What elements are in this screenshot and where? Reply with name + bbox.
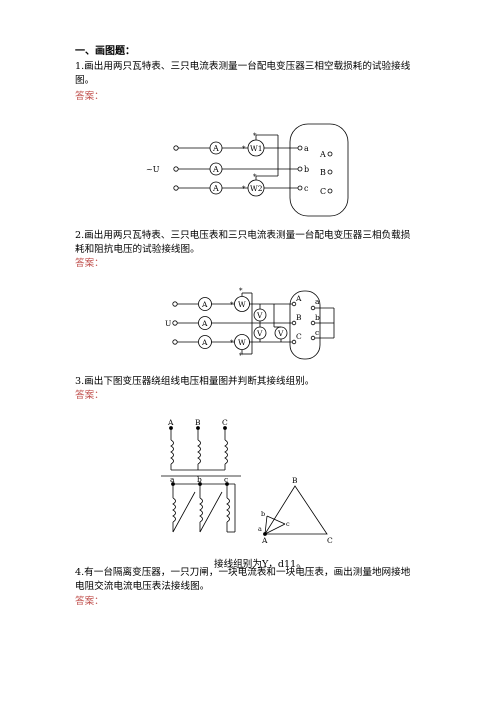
q3-hv-terminal-c: C [222, 418, 228, 427]
q1-lv-terminal-b: b [304, 165, 309, 174]
q2-text-line2: 耗和阻抗电压的试验接线图。 [75, 244, 200, 255]
q2-lv-terminal-a: a [315, 297, 320, 306]
q3-lv-terminal-a: a [170, 475, 175, 484]
q3-phasor-c: c [286, 520, 290, 528]
q4-text-line1: 4.有一台隔离变压器，一只刀闸，一块电流表和一块电压表，画出测量地网接地 [75, 567, 411, 578]
q3-phasor-b: b [261, 510, 265, 518]
q2-ammeter-3: A [201, 338, 208, 347]
q1-lv-terminal-a: a [304, 144, 309, 153]
q2-hv-terminal-a: A [295, 294, 302, 303]
q2-answer-label: 答案： [75, 258, 104, 269]
q2-lv-terminal-b: b [315, 313, 320, 322]
q1-text-line1: 1.画出用两只瓦特表、三只电流表测量一台配电变压器三相空载损耗的试验接线 [75, 61, 411, 72]
q1-source-label: ~U [146, 165, 160, 174]
q1-hv-terminal-a: A [319, 150, 326, 159]
q2-wattmeter-2: W [238, 338, 246, 347]
q2-star-1: * [230, 301, 234, 309]
q1-circuit-diagram: ~U A A A W1 W2 * * * * a b c A B C [146, 123, 349, 217]
q1-answer-label: 答案： [75, 91, 104, 102]
q4-answer-label: 答案： [75, 596, 104, 607]
q2-source-label: U [165, 319, 171, 328]
q1-ammeter-2: A [212, 165, 219, 174]
q3-answer-label: 答案： [75, 390, 104, 401]
q3-phasor-a: a [258, 525, 262, 533]
q2-ammeter-1: A [201, 300, 208, 309]
q2-ammeter-2: A [201, 319, 208, 328]
q3-phasor-A: A [261, 536, 268, 545]
q2-voltmeter-2: V [256, 329, 263, 338]
q3-text-line: 3.画出下图变压器绕组线电压相量图并判断其接线组别。 [75, 376, 315, 387]
q3-conclusion: 接线组别为Y，d11。 [214, 559, 306, 570]
q3-hv-terminal-b: B [195, 418, 201, 427]
q1-ammeter-3: A [212, 184, 219, 193]
q2-star-3: * [230, 339, 234, 347]
q1-star-4: * [253, 173, 257, 181]
q2-voltmeter-1: V [256, 311, 263, 320]
q2-circuit-diagram: U A A A W W V V V * * * * A B C a b c [165, 287, 335, 360]
q2-voltmeter-3: V [277, 329, 284, 338]
q4-text-line2: 电阻交流电流电压表法接线图。 [75, 581, 210, 592]
q1-star-2: * [253, 132, 257, 140]
q1-hv-terminal-c: C [320, 187, 326, 196]
q2-lv-terminal-c: c [315, 328, 319, 337]
q2-star-2: * [239, 287, 243, 295]
q3-winding-and-phasor-diagram: A B C a b c B A C b c a [161, 418, 333, 545]
q2-wattmeter-1: W [238, 300, 246, 309]
q3-phasor-B: B [292, 476, 298, 485]
section-title: 一、画图题： [75, 46, 135, 57]
q2-hv-terminal-b: B [296, 313, 302, 322]
q1-lv-terminal-c: c [304, 184, 309, 193]
q3-phasor-C: C [327, 536, 333, 545]
q3-hv-terminal-a: A [167, 418, 174, 427]
q1-star-1: * [242, 145, 246, 153]
q2-hv-terminal-c: C [296, 332, 302, 341]
q1-wattmeter-2: W2 [250, 184, 263, 193]
q1-ammeter-1: A [212, 144, 219, 153]
q3-lv-terminal-b: b [197, 475, 202, 484]
q1-star-3: * [242, 185, 246, 193]
q2-text-line1: 2.画出用两只瓦特表、三只电压表和三只电流表测量一台配电变压器三相负载损 [75, 230, 411, 241]
q1-text-line2: 图。 [75, 75, 95, 86]
q3-lv-terminal-c: c [224, 475, 228, 484]
q1-wattmeter-1: W1 [250, 144, 262, 153]
q1-hv-terminal-b: B [320, 168, 326, 177]
q2-star-4: * [239, 352, 243, 360]
